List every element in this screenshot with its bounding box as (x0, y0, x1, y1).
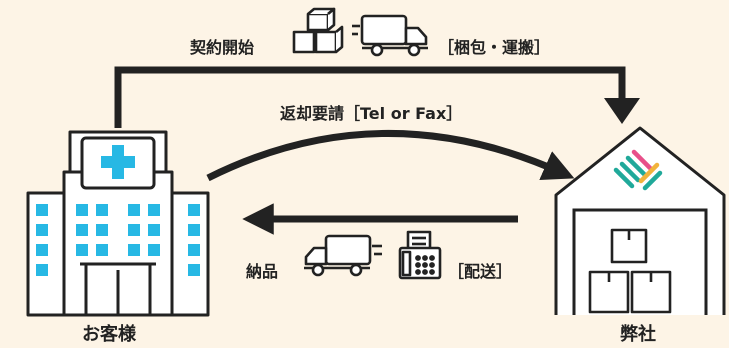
hospital-icon (26, 130, 210, 317)
truck-icon (352, 14, 428, 57)
contract-note-label: ［梱包・運搬］ (438, 38, 551, 57)
return-request-arrow (206, 130, 575, 182)
contract-arrow (114, 66, 626, 128)
contract-arrowhead (604, 98, 640, 124)
delivery-note-label: ［配送］ (448, 262, 513, 281)
return-request-label: 返却要請［Tel or Fax］ (280, 104, 463, 123)
fax-icon (398, 230, 442, 280)
customer-label: お客様 (82, 324, 136, 345)
heart-logo-icon (613, 149, 663, 191)
boxes-icon (292, 7, 344, 54)
truck-icon (304, 234, 382, 277)
company-label: 弊社 (620, 324, 656, 345)
contract-start-label: 契約開始 (190, 38, 255, 57)
delivery-label: 納品 (246, 262, 279, 281)
warehouse-icon (554, 126, 726, 315)
